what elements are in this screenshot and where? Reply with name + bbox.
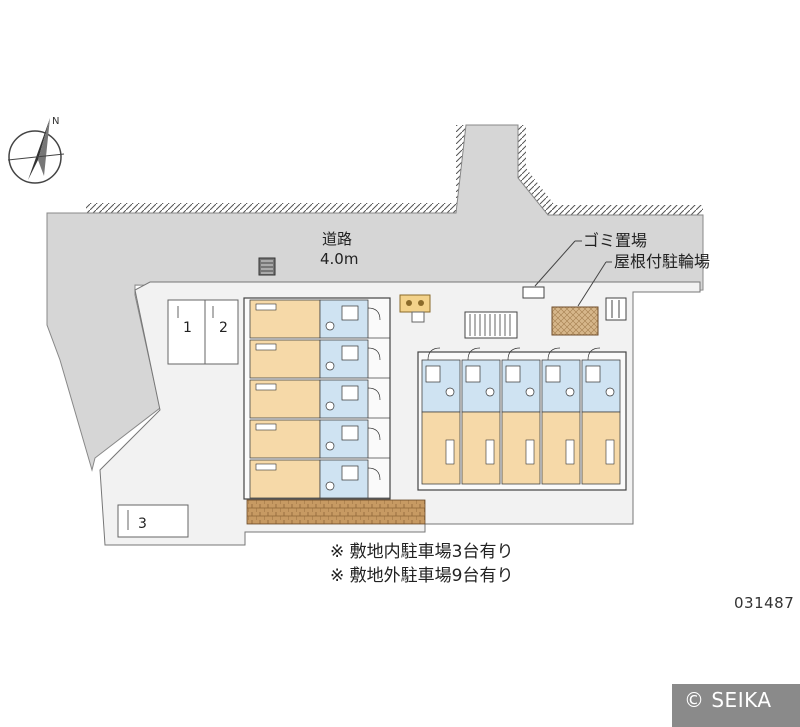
unit-b-5 (581, 347, 621, 485)
garbage-area (522, 286, 545, 299)
unit-a-4 (249, 419, 390, 459)
embankment-hatching (86, 125, 703, 215)
unit-a-1 (249, 299, 390, 339)
parking-space-3 (117, 504, 189, 538)
road-width-label: 4.0m (320, 250, 358, 268)
bicycle-parking-label: 屋根付駐輪場 (614, 252, 710, 271)
unit-b-1 (421, 347, 461, 485)
north-compass-icon: N (7, 116, 65, 184)
compass-north-label: N (52, 116, 59, 127)
property-id: 031487 (734, 594, 795, 612)
bicycle-parking (551, 306, 599, 336)
parking-space-2-label: 2 (219, 320, 228, 336)
mailbox-icon (399, 294, 431, 313)
brick-paving (246, 499, 426, 525)
copyright-text: © SEIKA (684, 688, 772, 712)
parking-space-3-label: 3 (138, 516, 147, 532)
copyright-badge (672, 684, 800, 727)
unit-a-2 (249, 339, 390, 379)
unit-a-3 (249, 379, 390, 419)
stairs-icon (464, 311, 518, 339)
building-b (417, 347, 627, 491)
offsite-parking-note: ※ 敷地外駐車場9台有り (330, 566, 514, 586)
parking-area-1-2 (167, 299, 239, 365)
parking-space-1-label: 1 (183, 320, 192, 336)
drain-grate-icon (258, 257, 276, 276)
unit-b-2 (461, 347, 501, 485)
unit-b-3 (501, 347, 541, 485)
unit-b-4 (541, 347, 581, 485)
road-name-label: 道路 (322, 230, 352, 248)
onsite-parking-note: ※ 敷地内駐車場3台有り (330, 542, 514, 562)
building-a (243, 297, 391, 500)
garbage-area-label: ゴミ置場 (583, 231, 647, 250)
unit-a-5 (249, 459, 390, 499)
